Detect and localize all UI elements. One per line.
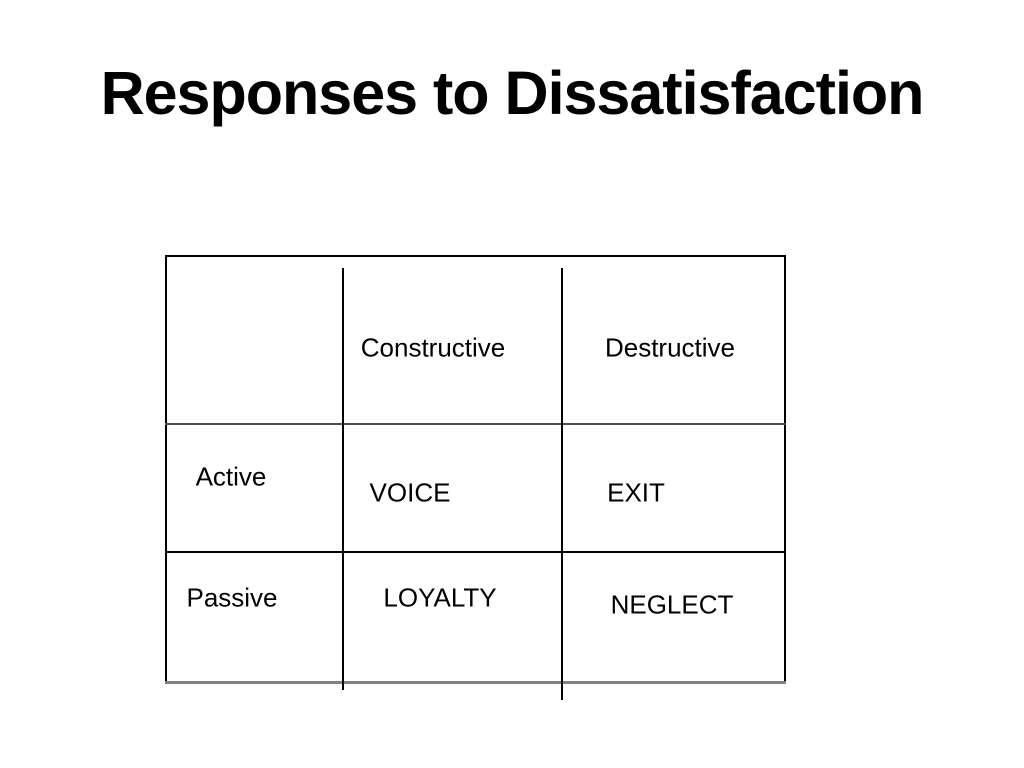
cell-exit: EXIT: [607, 477, 665, 508]
column-header-constructive: Constructive: [360, 332, 506, 363]
matrix-column-divider-2: [561, 268, 563, 700]
row-header-passive: Passive: [186, 582, 278, 613]
matrix-row-divider-1: [165, 423, 786, 425]
slide-title: Responses to Dissatisfaction: [100, 59, 925, 127]
matrix-column-divider-1: [342, 268, 344, 690]
cell-loyalty: LOYALTY: [383, 582, 497, 613]
column-header-destructive: Destructive: [604, 332, 736, 363]
matrix-outer-border-bottom: [165, 681, 786, 684]
cell-neglect: NEGLECT: [610, 589, 734, 620]
cell-voice: VOICE: [369, 477, 451, 508]
matrix-outer-border-left: [165, 255, 167, 683]
matrix-outer-border-right: [784, 255, 786, 683]
row-header-active: Active: [195, 461, 267, 492]
matrix-row-divider-2: [165, 551, 786, 553]
matrix-outer-border-top: [165, 255, 786, 257]
